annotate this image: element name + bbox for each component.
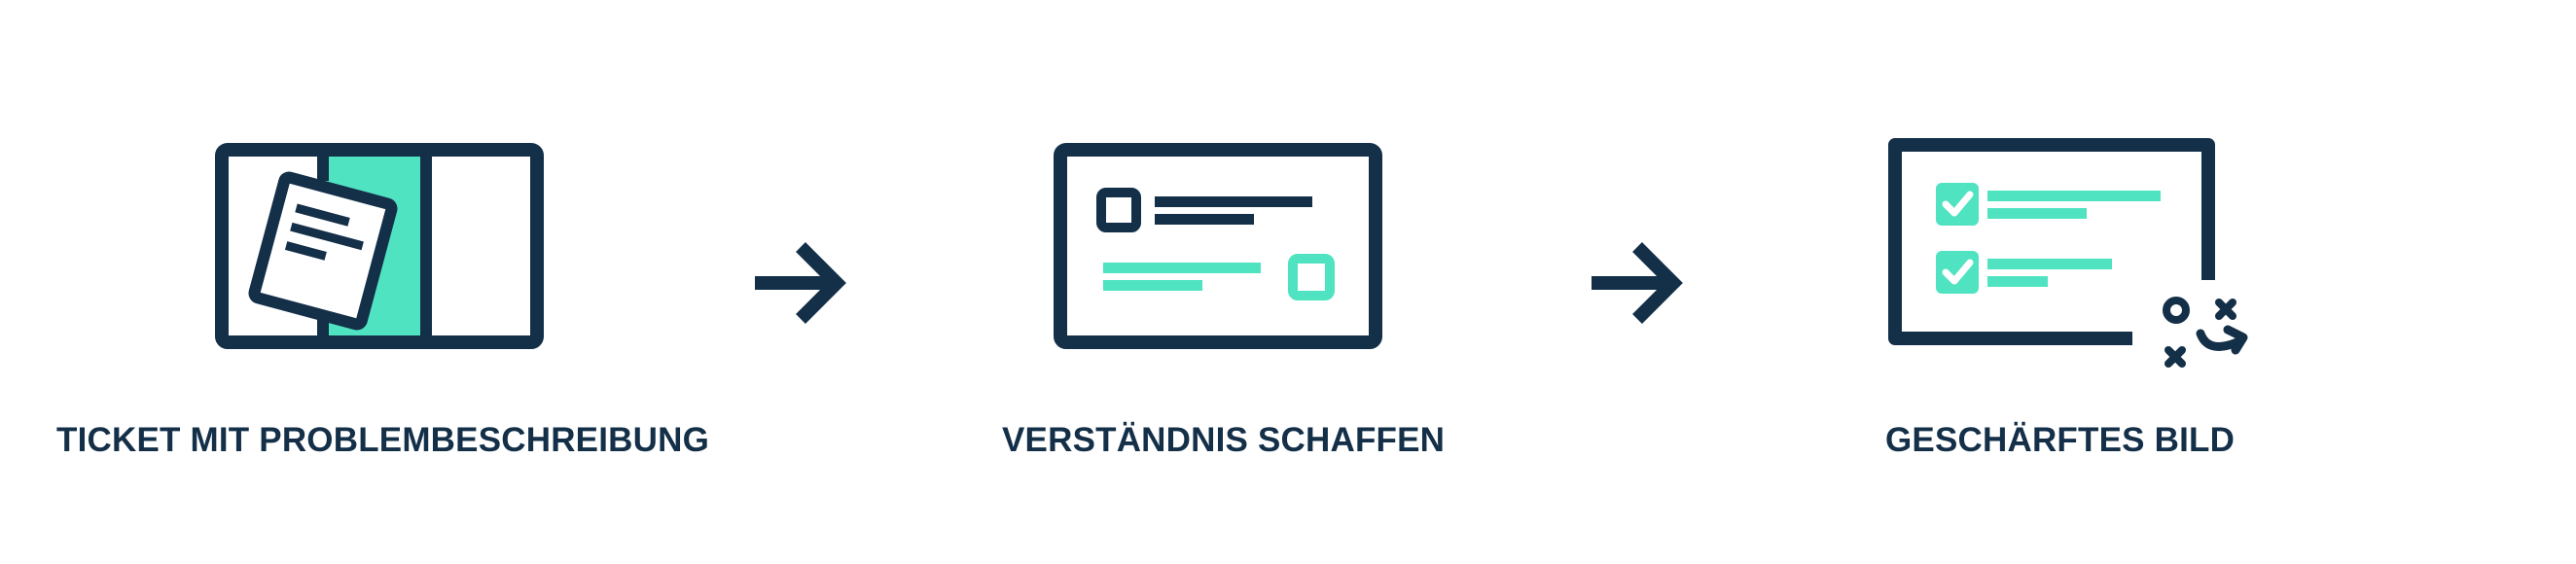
step-label-ticket: TICKET MIT PROBLEMBESCHREIBUNG (56, 421, 709, 459)
understanding-window-icon (1054, 143, 1382, 349)
checklist-strategy-icon (1888, 138, 2248, 368)
step-label-sharpened-picture: GESCHÄRFTES BILD (1885, 421, 2236, 459)
arrow-right-icon (755, 242, 846, 324)
ticket-document-icon (215, 143, 544, 349)
step-label-understanding: VERSTÄNDNIS SCHAFFEN (1002, 421, 1446, 459)
arrow-right-icon (1592, 242, 1683, 324)
